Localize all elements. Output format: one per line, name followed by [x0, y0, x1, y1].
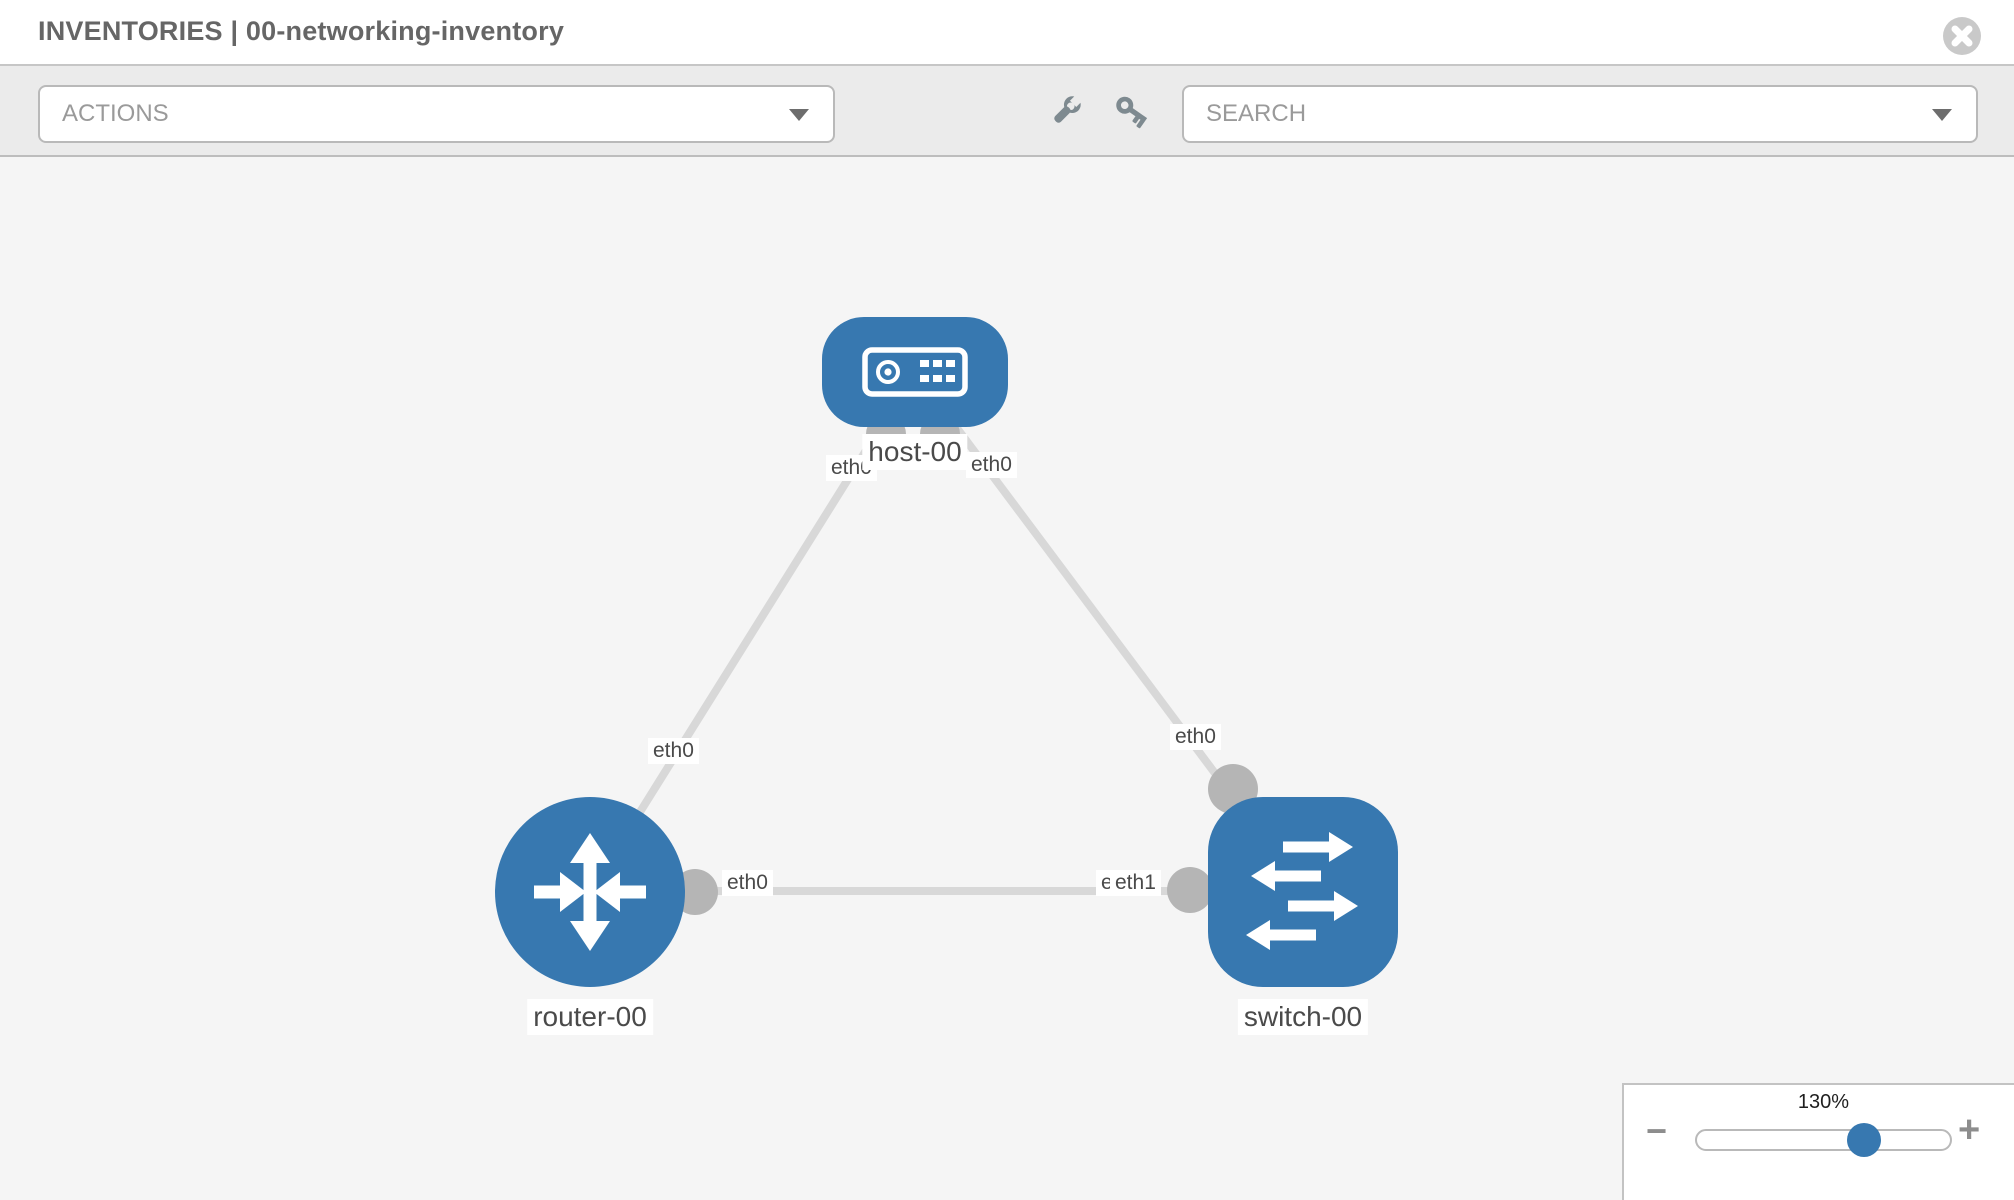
configure-button[interactable] [1047, 92, 1085, 135]
actions-dropdown[interactable]: ACTIONS [38, 85, 835, 143]
zoom-control-panel: 130% − + [1622, 1083, 2014, 1200]
interface-label: eth0 [1170, 724, 1221, 750]
chevron-down-icon [789, 109, 809, 121]
zoom-in-button[interactable]: + [1958, 1111, 1980, 1149]
server-icon [862, 347, 968, 397]
credentials-button[interactable] [1114, 92, 1152, 135]
close-button[interactable] [1942, 16, 1982, 56]
plus-icon: + [1958, 1109, 1981, 1151]
interface-label: eth0 [648, 738, 699, 764]
node-label-switch: switch-00 [1237, 999, 1369, 1035]
page-title: INVENTORIES | 00-networking-inventory [38, 16, 565, 46]
node-label-router: router-00 [527, 999, 653, 1035]
close-icon [1943, 17, 1981, 55]
zoom-level: 130% [1797, 1091, 1850, 1113]
search-dropdown[interactable]: SEARCH [1182, 85, 1978, 143]
node-label-host: host-00 [862, 434, 968, 470]
chevron-down-icon [1932, 109, 1952, 121]
actions-dropdown-label: ACTIONS [62, 100, 169, 127]
interface-label: eth0 [966, 452, 1017, 478]
header: INVENTORIES | 00-networking-inventory [0, 0, 2014, 66]
wrench-icon [1054, 93, 1084, 123]
interface-dots [672, 414, 1258, 915]
node-router-00[interactable] [495, 797, 685, 987]
node-switch-00[interactable] [1208, 797, 1398, 987]
zoom-out-button[interactable]: − [1646, 1113, 1667, 1149]
topology-canvas[interactable]: eth0 eth0 eth0 eth0 eth0 eth1 eth1 host-… [0, 157, 2014, 1200]
search-dropdown-label: SEARCH [1206, 100, 1307, 127]
interface-label: eth1 [1110, 870, 1161, 896]
switch-arrows-icon [1246, 832, 1358, 950]
node-host-00[interactable] [822, 317, 1008, 427]
zoom-slider-thumb[interactable] [1847, 1123, 1881, 1157]
zoom-slider[interactable] [1695, 1129, 1952, 1151]
router-arrows-icon [534, 833, 646, 951]
interface-label: eth0 [722, 870, 773, 896]
key-icon [1116, 96, 1148, 129]
minus-icon: − [1646, 1110, 1668, 1151]
interface-dot [1167, 867, 1213, 913]
toolbar: ACTIONS [0, 66, 2014, 157]
